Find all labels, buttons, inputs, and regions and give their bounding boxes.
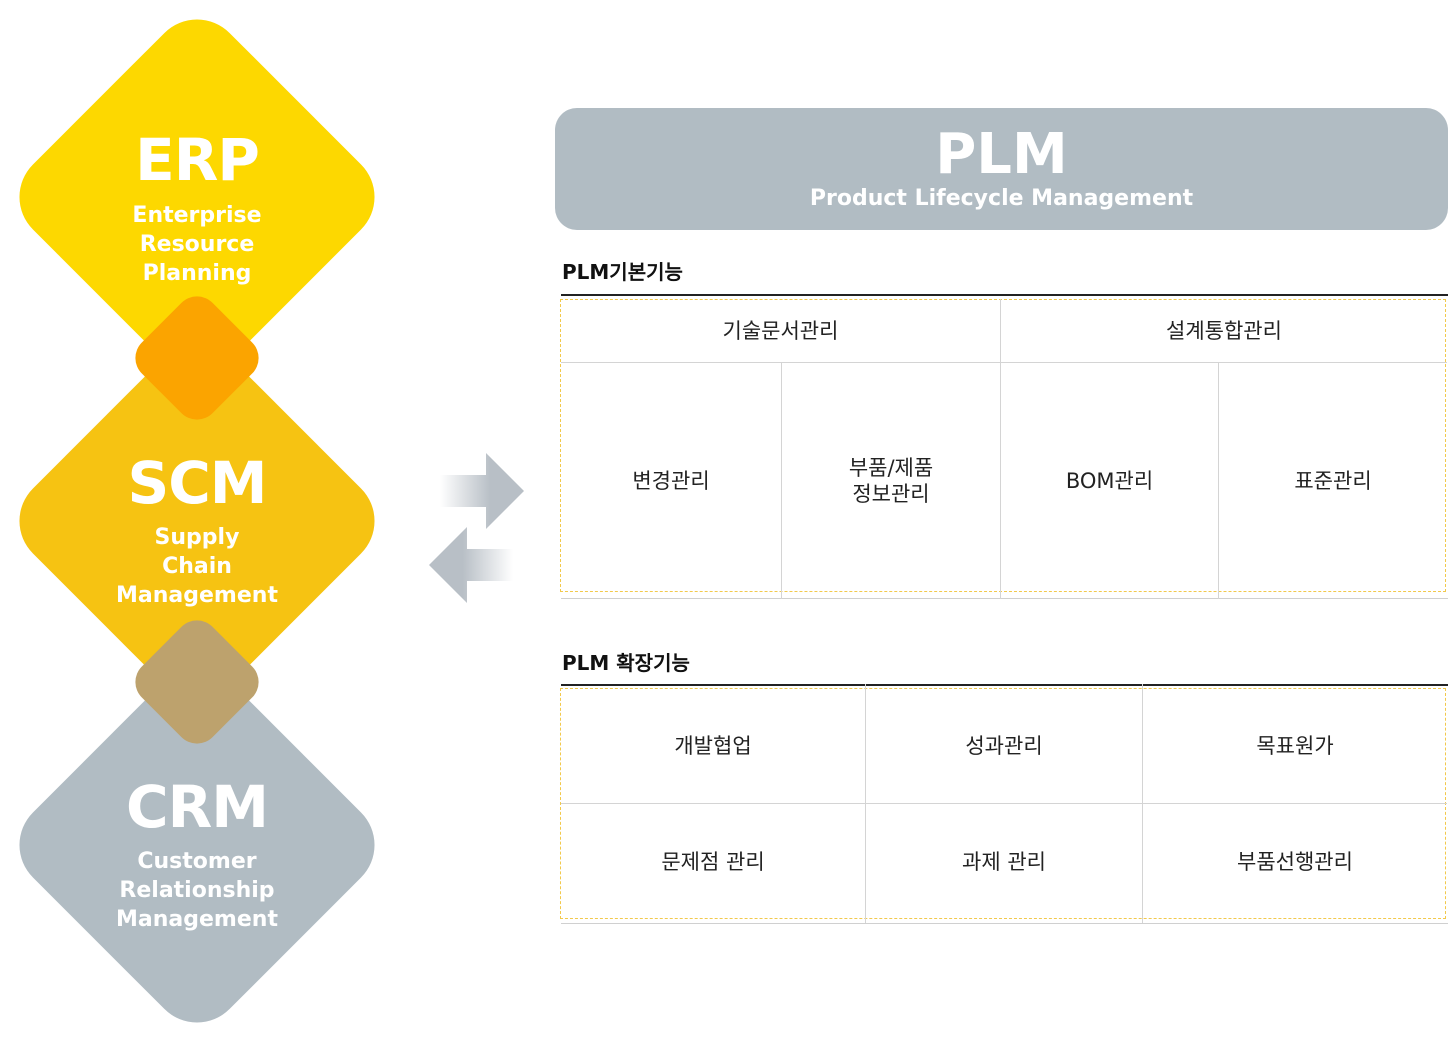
- plm-header: PLM Product Lifecycle Management: [555, 108, 1448, 230]
- extended-item: 목표원가: [1256, 733, 1334, 758]
- arrow-left-icon: [429, 527, 513, 603]
- basic-item: 표준관리: [1294, 469, 1372, 493]
- crm-subtitle-line: Customer: [137, 849, 257, 874]
- grid-line: [561, 803, 1447, 804]
- basic-item: 부품/제품 정보관리: [848, 456, 934, 506]
- extended-item: 성과관리: [965, 733, 1043, 758]
- basic-section-title: PLM기본기능: [562, 260, 683, 284]
- arrow-right-icon: [440, 453, 524, 529]
- extended-item: 문제점 관리: [661, 850, 765, 874]
- plm-subtitle: Product Lifecycle Management: [809, 186, 1194, 211]
- crm-subtitle-line: Relationship: [119, 878, 275, 903]
- extended-section-title: PLM 확장기능: [562, 651, 690, 675]
- erp-subtitle-line: Resource: [139, 232, 255, 257]
- scm-subtitle: Supply Chain Management: [0, 523, 394, 610]
- basic-group-label: 설계통합관리: [1166, 319, 1282, 343]
- section-divider: [561, 294, 1448, 296]
- crm-title: CRM: [126, 773, 269, 841]
- scm-subtitle-line: Supply: [154, 525, 240, 550]
- scm-title: SCM: [127, 449, 267, 517]
- grid-line: [865, 684, 866, 923]
- extended-item: 개발협업: [674, 733, 752, 758]
- grid-line: [781, 363, 782, 599]
- erp-subtitle: Enterprise Resource Planning: [0, 201, 394, 288]
- basic-group-label: 기술문서관리: [722, 319, 839, 343]
- section-bottom-line: [561, 923, 1448, 924]
- extended-item: 부품선행관리: [1237, 850, 1353, 874]
- crm-subtitle: Customer Relationship Management: [0, 847, 394, 934]
- erp-title: ERP: [135, 126, 260, 194]
- plm-title: PLM: [935, 122, 1068, 187]
- section-divider: [561, 684, 1448, 686]
- scm-subtitle-line: Management: [116, 583, 278, 608]
- basic-item: 변경관리: [632, 469, 710, 493]
- erp-subtitle-line: Enterprise: [132, 203, 262, 228]
- basic-grid: [560, 299, 1446, 592]
- crm-subtitle-line: Management: [116, 907, 278, 932]
- grid-line: [1142, 684, 1143, 923]
- section-bottom-line: [561, 598, 1448, 599]
- grid-line: [561, 362, 1447, 363]
- erp-subtitle-line: Planning: [142, 261, 252, 286]
- basic-item: BOM관리: [1065, 469, 1154, 493]
- extended-item: 과제 관리: [962, 850, 1046, 874]
- scm-subtitle-line: Chain: [162, 554, 232, 579]
- grid-line: [1218, 363, 1219, 599]
- grid-line: [1000, 299, 1001, 599]
